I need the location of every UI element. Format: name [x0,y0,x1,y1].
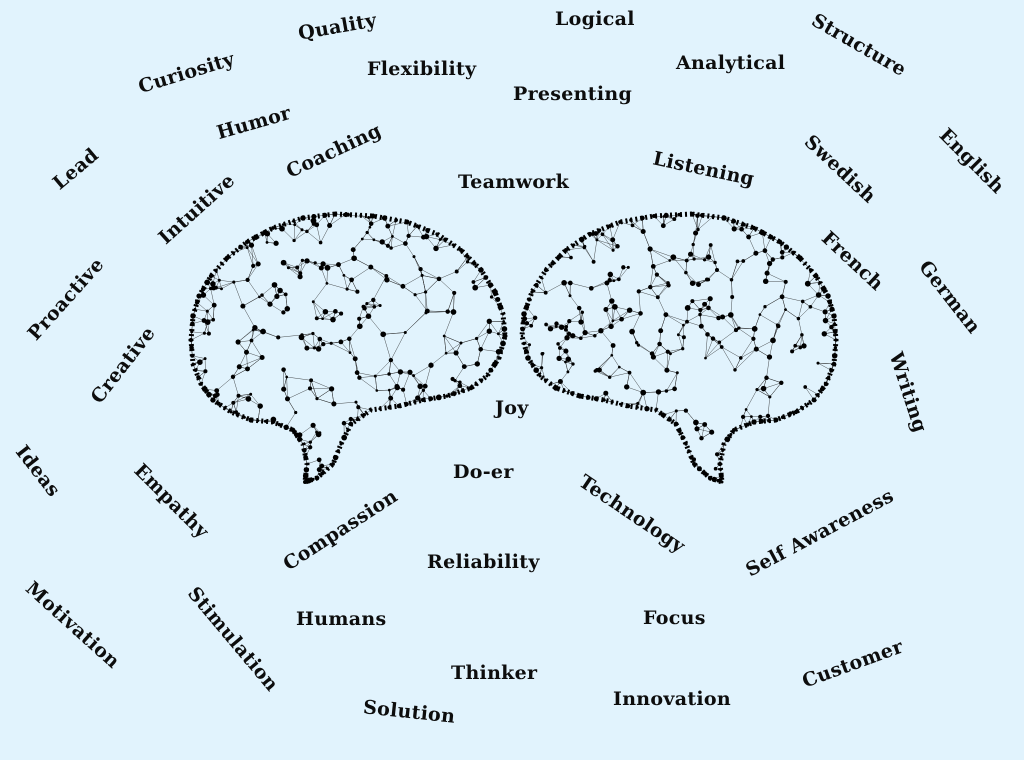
word-ideas: Ideas [11,441,65,502]
word-self-awareness: Self Awareness [742,484,898,582]
word-focus: Focus [643,607,706,629]
word-logical: Logical [555,8,635,30]
word-reliability: Reliability [427,551,540,573]
word-thinker: Thinker [451,662,538,684]
word-proactive: Proactive [23,253,109,345]
word-humans: Humans [296,608,387,630]
word-lead: Lead [48,143,103,195]
right-brain-network-icon [519,211,839,485]
word-listening: Listening [650,147,757,191]
word-quality: Quality [296,9,379,45]
word-stimulation: Stimulation [182,582,283,696]
word-presenting: Presenting [513,83,633,105]
word-flexibility: Flexibility [367,58,477,80]
word-swedish: Swedish [799,130,881,208]
word-customer: Customer [799,635,907,693]
word-curiosity: Curiosity [135,47,238,99]
word-innovation: Innovation [613,688,732,710]
word-writing: Writing [884,349,932,436]
left-brain-network-icon [188,211,508,485]
word-coaching: Coaching [282,119,385,183]
word-humor: Humor [214,101,294,145]
word-motivation: Motivation [21,577,125,673]
word-do-er: Do-er [453,461,514,483]
word-english: English [934,124,1009,199]
word-compassion: Compassion [279,485,402,576]
word-german: German [914,256,985,338]
word-creative: Creative [86,322,160,408]
word-structure: Structure [807,9,910,81]
word-solution: Solution [362,696,457,728]
word-analytical: Analytical [676,52,786,74]
word-teamwork: Teamwork [458,171,570,193]
word-joy: Joy [495,397,529,419]
